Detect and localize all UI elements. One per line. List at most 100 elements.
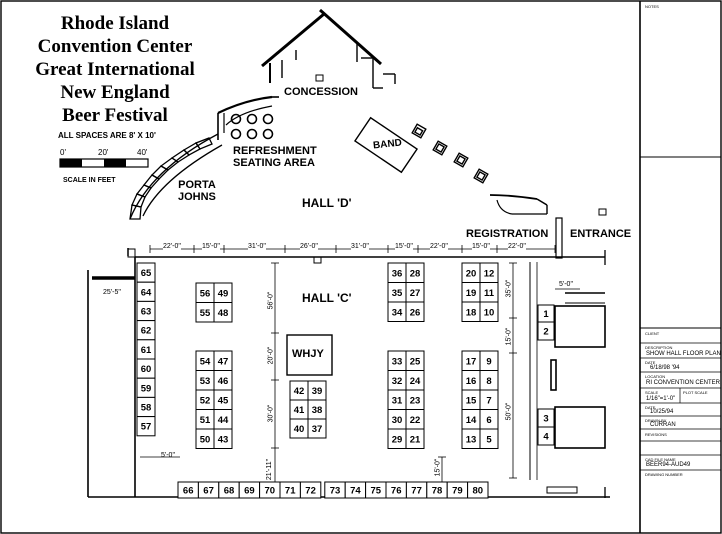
booth-number: 39 (312, 386, 323, 397)
booth-70: 70 (259, 481, 281, 499)
v-dim-reg-low: 50'-0" (505, 402, 513, 421)
tb-drawn-by-label: DRAWN BY (645, 418, 667, 423)
booth-number: 16 (466, 376, 477, 387)
booth-75: 75 (365, 481, 387, 499)
booth-34: 34 (387, 301, 407, 322)
tb-client-label: CLIENT (645, 331, 660, 336)
booth-20: 20 (461, 262, 481, 283)
booth-number: 13 (466, 434, 477, 445)
booth-26: 26 (405, 301, 425, 322)
top-dim-8: 15'-0" (472, 243, 490, 250)
booth-number: 79 (452, 486, 463, 497)
booth-13: 13 (461, 428, 481, 449)
booth-number: 73 (330, 486, 341, 497)
booth-48: 48 (213, 302, 233, 323)
booth-68: 68 (218, 481, 240, 499)
booth-number: 2 (543, 327, 548, 338)
booth-38: 38 (307, 399, 327, 420)
v-dim-reg-mid: 15'-0" (505, 327, 513, 346)
booth-number: 3 (543, 414, 548, 425)
booth-43: 43 (213, 428, 233, 449)
tb-location-label: LOCATION (645, 374, 666, 379)
top-dim-2: 15'-0" (202, 243, 220, 250)
booth-number: 64 (141, 287, 152, 298)
concession-label: CONCESSION (284, 86, 358, 98)
booth-number: 45 (218, 395, 229, 406)
booth-32: 32 (387, 370, 407, 391)
booth-number: 24 (410, 376, 421, 387)
booth-25: 25 (405, 350, 425, 371)
booth-number: 68 (224, 486, 235, 497)
booth-number: 63 (141, 307, 152, 318)
hall-c-walls (87, 248, 610, 498)
refreshment-label-1: REFRESHMENT (233, 145, 317, 157)
registration-label: REGISTRATION (466, 228, 549, 240)
top-dim-5: 31'-0" (351, 243, 369, 250)
booth-number: 9 (486, 356, 491, 367)
booth-number: 27 (410, 288, 421, 299)
booth-47: 47 (213, 350, 233, 371)
booth-64: 64 (136, 281, 156, 302)
booth-60: 60 (136, 358, 156, 379)
title-line-2: Convention Center (37, 36, 193, 57)
v-dim-reg-top: 35'-0" (505, 279, 513, 298)
booth-number: 57 (141, 422, 152, 433)
porta-johns-label-2: JOHNS (178, 191, 216, 203)
booth-number: 75 (371, 486, 382, 497)
title-block-rows (640, 342, 721, 471)
booth-46: 46 (213, 370, 233, 391)
booth-number: 6 (486, 415, 491, 426)
booth-79: 79 (446, 481, 469, 499)
tb-drawing-number-label: DRAWING NUMBER (645, 472, 683, 477)
booth-17: 17 (461, 350, 481, 371)
refreshment-label: REFRESHMENT SEATING AREA (233, 145, 317, 169)
tb-revisions-label: REVISIONS (645, 432, 667, 437)
booth-number: 67 (203, 486, 214, 497)
booth-number: 51 (200, 415, 211, 426)
booth-number: 40 (294, 424, 305, 435)
booth-number: 7 (486, 395, 491, 406)
booth-37: 37 (307, 418, 327, 439)
porta-johns-row (129, 133, 223, 220)
entrance-label: ENTRANCE (570, 228, 632, 240)
booth-number: 71 (285, 486, 296, 497)
booth-outline (405, 301, 425, 322)
booth-40: 40 (289, 418, 309, 439)
booth-65: 65 (136, 262, 156, 283)
booth-number: 4 (543, 432, 549, 443)
booth-29: 29 (387, 428, 407, 449)
booth-80: 80 (467, 481, 489, 499)
booth-number: 80 (473, 486, 484, 497)
booth-54: 54 (195, 350, 215, 371)
refreshment-label-2: SEATING AREA (233, 157, 315, 169)
title-line-5: Beer Festival (62, 105, 168, 126)
booth-19: 19 (461, 282, 481, 303)
booth-41: 41 (289, 399, 309, 420)
booth-55: 55 (195, 302, 215, 323)
refreshment-tables (230, 113, 274, 140)
entrance-dim: 5'-0" (559, 281, 573, 288)
booth-67: 67 (197, 481, 220, 499)
title-line-1: Rhode Island (60, 13, 170, 34)
booth-42: 42 (289, 380, 309, 401)
booth-7: 7 (479, 389, 499, 410)
booth-number: 26 (410, 307, 421, 318)
booth-51: 51 (195, 409, 215, 430)
booth-number: 20 (466, 268, 477, 279)
booth-30: 30 (387, 409, 407, 430)
booth-number: 52 (200, 395, 211, 406)
booth-number: 42 (294, 386, 305, 397)
title-line-4: New England (60, 82, 170, 103)
booth-number: 18 (466, 307, 477, 318)
booth-number: 11 (484, 288, 495, 299)
booth-number: 23 (410, 395, 421, 406)
booth-11: 11 (479, 282, 499, 303)
registration-kiosks (411, 123, 489, 184)
booth-22: 22 (405, 409, 425, 430)
tb-date-value: 6/18/98 '94 (650, 365, 680, 371)
tb-description-value: SHOW HALL FLOOR PLAN (646, 351, 721, 357)
booth-52: 52 (195, 389, 215, 410)
booth-outline (299, 481, 322, 499)
booth-56: 56 (195, 282, 215, 303)
left-bottom-dim: 5'-0" (161, 452, 175, 459)
